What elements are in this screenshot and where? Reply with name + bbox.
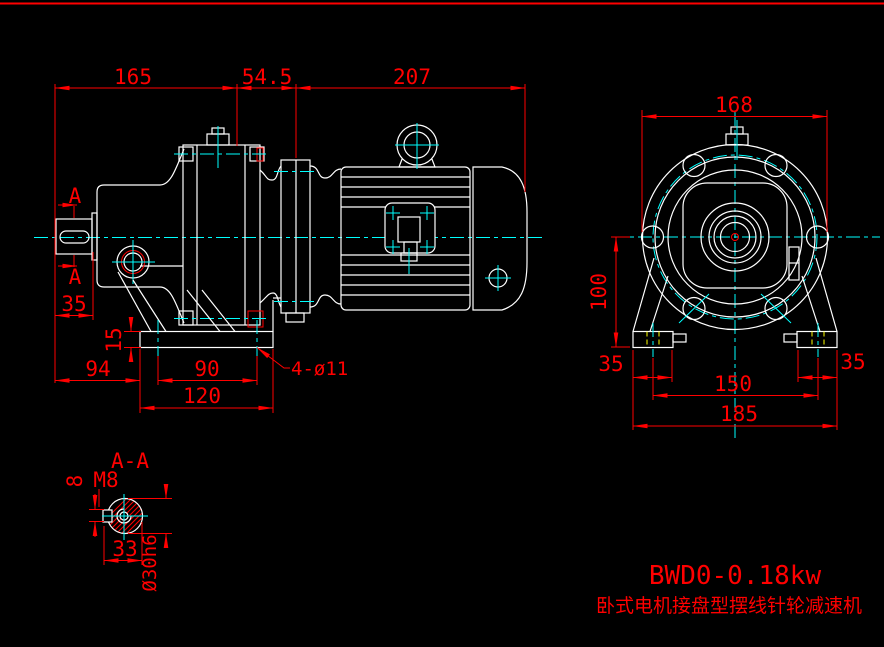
section-view: A-A M8 8 33 — [63, 449, 172, 592]
dim-185: 185 — [720, 402, 758, 426]
dim-90: 90 — [194, 357, 219, 381]
fan-cover — [472, 166, 528, 311]
dim-100: 100 — [587, 273, 611, 311]
section-letter-top: A — [69, 184, 82, 208]
side-flange — [640, 120, 830, 331]
shaft-center-highlight — [731, 233, 739, 241]
section-letter-bottom: A — [69, 265, 82, 289]
dim-168: 168 — [715, 93, 753, 117]
drawing-caption: 卧式电机接盘型摆线针轮减速机 — [596, 595, 862, 617]
callout-m8: M8 — [93, 468, 118, 492]
side-view: 168 100 35 35 150 185 — [587, 93, 880, 440]
motor-fins — [341, 176, 470, 296]
section-dimensions: M8 8 33 Ø30h6 — [63, 468, 172, 592]
dim-165: 165 — [114, 65, 152, 89]
dim-o30h6: Ø30h6 — [139, 534, 161, 591]
dim-33: 33 — [112, 537, 137, 561]
ring-flange — [174, 126, 268, 328]
dim-120: 120 — [183, 384, 221, 408]
dim-8: 8 — [63, 475, 87, 488]
motor — [309, 123, 528, 311]
terminal-box — [384, 202, 436, 274]
dim-15: 15 — [102, 327, 126, 352]
front-dimensions: 165 54.5 207 35 15 94 90 120 4-ø11 — [54, 65, 526, 413]
section-cut-marks: A A — [58, 184, 82, 289]
title-block: BWD0-0.18kw 卧式电机接盘型摆线针轮减速机 — [596, 561, 862, 617]
front-view: A A 165 54.5 207 35 15 — [34, 65, 546, 413]
section-title: A-A — [111, 449, 149, 473]
dim-35-shaft: 35 — [61, 292, 86, 316]
front-base — [117, 271, 281, 356]
dim-35-right: 35 — [840, 350, 865, 374]
dim-54-5: 54.5 — [242, 65, 293, 89]
dim-35-left: 35 — [598, 352, 623, 376]
lifting-eye — [395, 123, 439, 169]
dim-94: 94 — [85, 357, 110, 381]
input-shaft — [55, 212, 98, 261]
adapter-flange — [259, 159, 318, 323]
dim-207: 207 — [393, 65, 431, 89]
dim-150: 150 — [714, 372, 752, 396]
callout-4-o11: 4-ø11 — [291, 358, 348, 380]
gearbox-housing — [96, 148, 185, 324]
side-base — [632, 257, 838, 357]
model-number: BWD0-0.18kw — [649, 561, 822, 591]
bolt-circle — [652, 154, 818, 320]
thread-arc — [116, 508, 132, 524]
side-dimensions: 168 100 35 35 150 185 — [587, 93, 866, 430]
